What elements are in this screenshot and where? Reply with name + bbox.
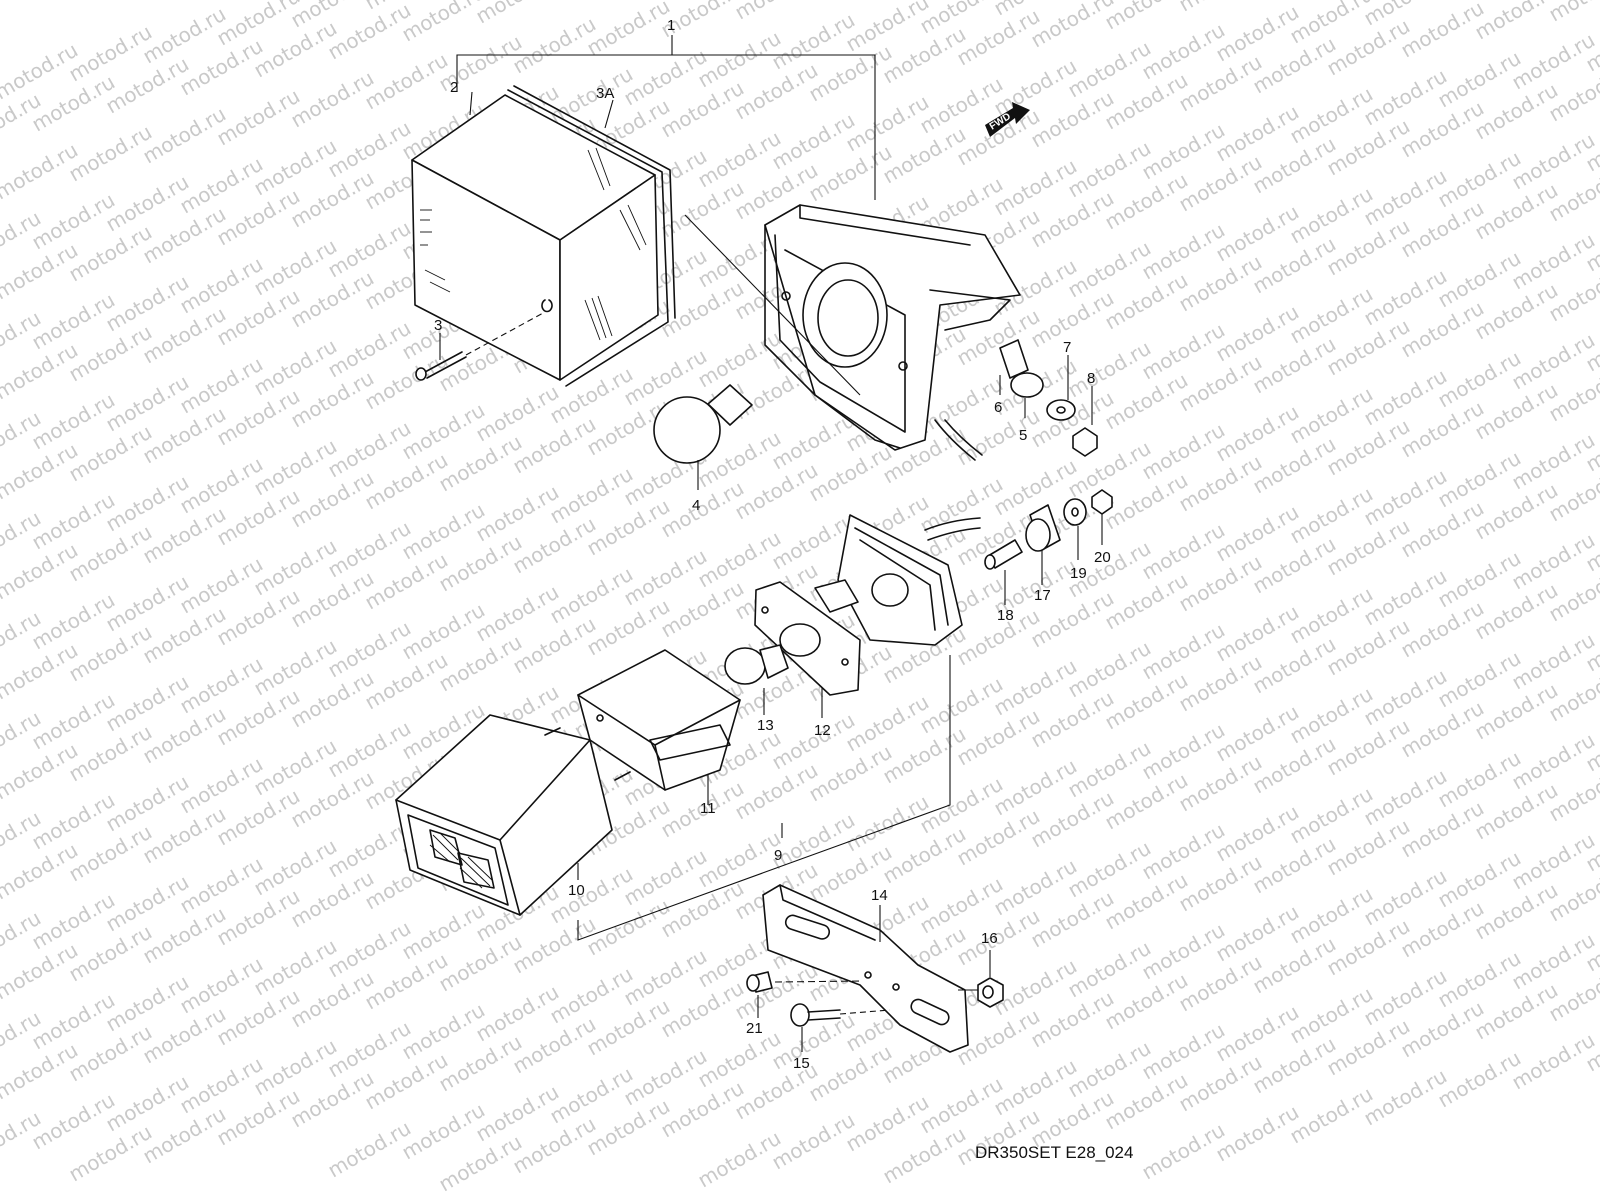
nut-part-8	[1072, 386, 1098, 457]
washer-part-19	[1063, 498, 1087, 560]
tail-housing	[814, 514, 981, 646]
callout-6: 6	[994, 399, 1002, 416]
callout-19: 19	[1070, 565, 1087, 582]
tail-light-assembly	[395, 489, 1113, 941]
callout-4: 4	[692, 497, 700, 514]
turn-signal-assembly	[411, 35, 1098, 490]
grommet-part-17	[1025, 504, 1061, 585]
socket-part-5-6	[999, 339, 1044, 418]
screw-part-3	[415, 311, 546, 381]
callout-7: 7	[1063, 339, 1071, 356]
figure-code: DR350SET E28_024	[975, 1143, 1133, 1162]
washer-part-7	[1046, 355, 1076, 421]
callout-11: 11	[700, 800, 716, 817]
lens-part-2	[411, 85, 676, 387]
callout-labels: 1 2 3A 3 4 5 6 7 8 9 10 11 12 13 14 15 1…	[434, 17, 1111, 1072]
watermark-text: motod.ru	[1101, 0, 1192, 34]
callout-20: 20	[1094, 549, 1111, 566]
callout-15: 15	[793, 1055, 810, 1072]
bolt-part-15	[790, 1003, 891, 1052]
callout-10: 10	[568, 882, 585, 899]
watermark-text: motod.ru	[1027, 0, 1118, 52]
nut-part-20	[1091, 489, 1113, 545]
tail-lens-part-10	[395, 714, 631, 916]
watermark-text: motod.ru	[731, 0, 822, 24]
bracket-part-14	[762, 884, 969, 1053]
callout-3: 3	[434, 317, 442, 334]
callout-18: 18	[997, 607, 1014, 624]
callout-16: 16	[981, 930, 998, 947]
spacer-part-18	[984, 539, 1023, 605]
callout-14: 14	[871, 887, 888, 904]
watermark-text: motod.ru	[1175, 0, 1266, 16]
callout-5: 5	[1019, 427, 1027, 444]
watermark-text: motod.ru	[472, 0, 563, 28]
nut-part-16	[958, 950, 1004, 1008]
callout-21: 21	[746, 1020, 763, 1037]
license-bracket-assembly	[746, 884, 1004, 1053]
bulb-part-4	[653, 384, 753, 490]
callout-13: 13	[757, 717, 774, 734]
reflector-part-21	[746, 971, 863, 1018]
callout-3a: 3A	[596, 85, 614, 102]
signal-housing	[764, 204, 1021, 461]
callout-17: 17	[1034, 587, 1051, 604]
watermark-text: motod.ru	[1545, 0, 1600, 26]
bulb-part-13	[724, 644, 789, 715]
callout-2: 2	[450, 79, 458, 96]
callout-8: 8	[1087, 370, 1095, 387]
callout-9: 9	[774, 847, 782, 864]
gasket-part-12	[754, 581, 861, 718]
callout-1: 1	[667, 17, 675, 34]
callout-12: 12	[814, 722, 831, 739]
